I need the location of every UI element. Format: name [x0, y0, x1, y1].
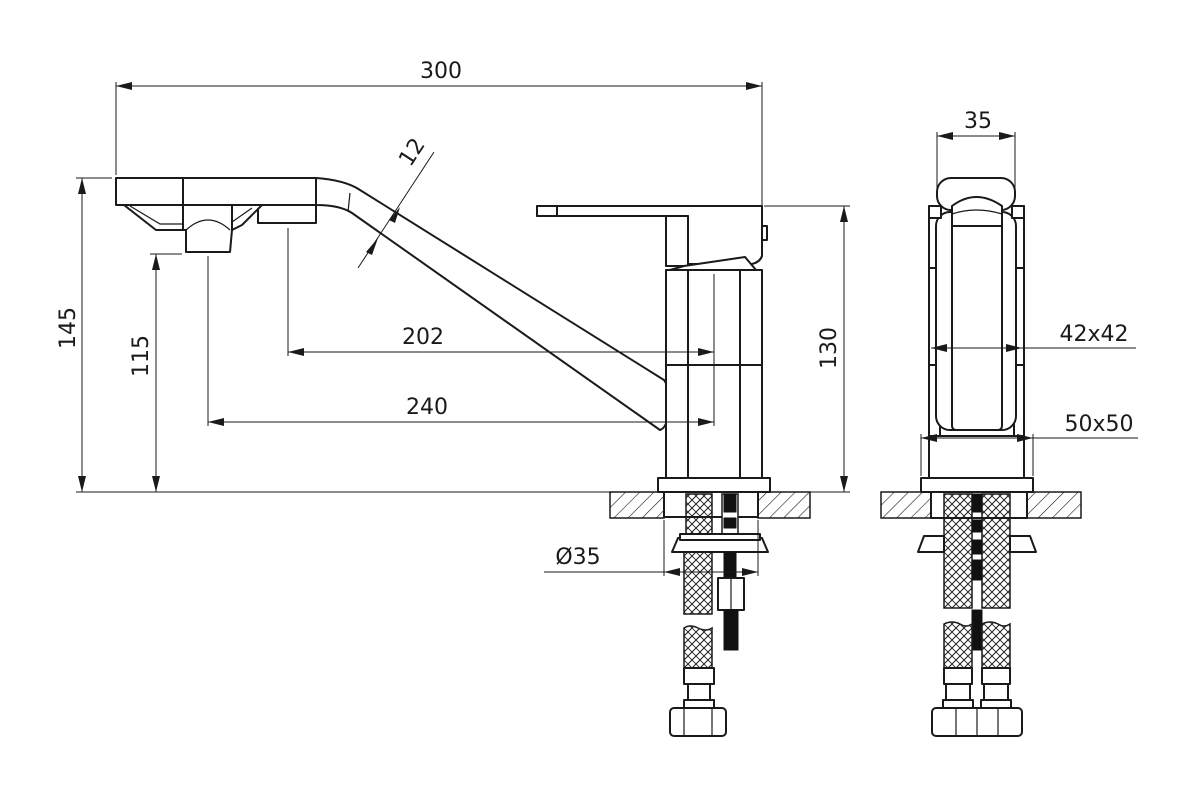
dim-240-label: 240 — [406, 395, 448, 420]
dim-42x42-label: 42x42 — [1059, 322, 1128, 347]
dim-115-label: 115 — [129, 335, 154, 377]
countertop-section-front-left — [880, 491, 932, 519]
side-view: 300 12 202 240 145 115 — [56, 59, 850, 737]
aerator-head — [115, 177, 317, 253]
dim-d35-label: Ø35 — [555, 545, 600, 570]
front-view: 35 42x42 50x50 — [880, 109, 1138, 737]
dim-202-label: 202 — [402, 325, 444, 350]
countertop-section-front-right — [1026, 491, 1082, 519]
dim-35-label: 35 — [964, 109, 992, 134]
dim-130-label: 130 — [817, 327, 842, 369]
dim-50x50-label: 50x50 — [1064, 412, 1133, 437]
countertop-section-left — [609, 491, 665, 519]
dim-300-label: 300 — [420, 59, 462, 84]
dim-145-label: 145 — [56, 307, 81, 349]
countertop-section-right — [757, 491, 811, 519]
lever-handle — [536, 205, 768, 271]
mounting-hardware — [663, 491, 769, 737]
